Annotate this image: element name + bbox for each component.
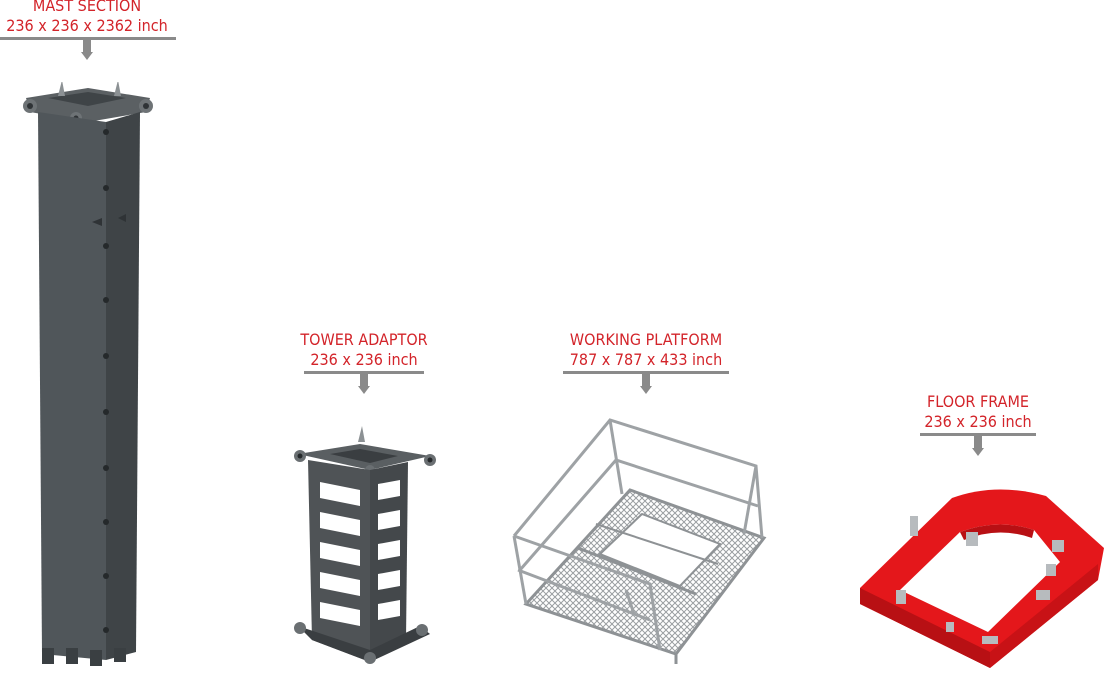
working-platform-size: 787 x 787 x 433 inch	[569, 350, 723, 369]
mast-section-label: MAST SECTION 236 x 236 x 2362 inch	[0, 0, 180, 60]
tower-adaptor-label: TOWER ADAPTOR 236 x 236 inch	[276, 330, 452, 394]
tower-adaptor-underline	[304, 371, 424, 374]
mast-section-name: MAST SECTION	[32, 0, 142, 15]
floor-frame-name: FLOOR FRAME	[927, 392, 1029, 411]
mast-section-size: 236 x 236 x 2362 inch	[6, 16, 168, 35]
floor-frame-size: 236 x 236 inch	[924, 412, 1032, 431]
tower-adaptor-size: 236 x 236 inch	[310, 350, 418, 369]
mast-section-underline	[0, 37, 176, 40]
working-platform-image	[512, 418, 767, 664]
floor-frame-label: FLOOR FRAME 236 x 236 inch	[898, 392, 1058, 456]
working-platform-name: WORKING PLATFORM	[569, 330, 723, 349]
floor-frame-image	[860, 489, 1104, 668]
working-platform-label: WORKING PLATFORM 787 x 787 x 433 inch	[546, 330, 746, 394]
working-platform-underline	[563, 371, 729, 374]
tower-adaptor-name: TOWER ADAPTOR	[300, 330, 428, 349]
floor-frame-underline	[920, 433, 1036, 436]
mast-section-image	[23, 82, 153, 666]
tower-adaptor-image	[294, 426, 436, 664]
